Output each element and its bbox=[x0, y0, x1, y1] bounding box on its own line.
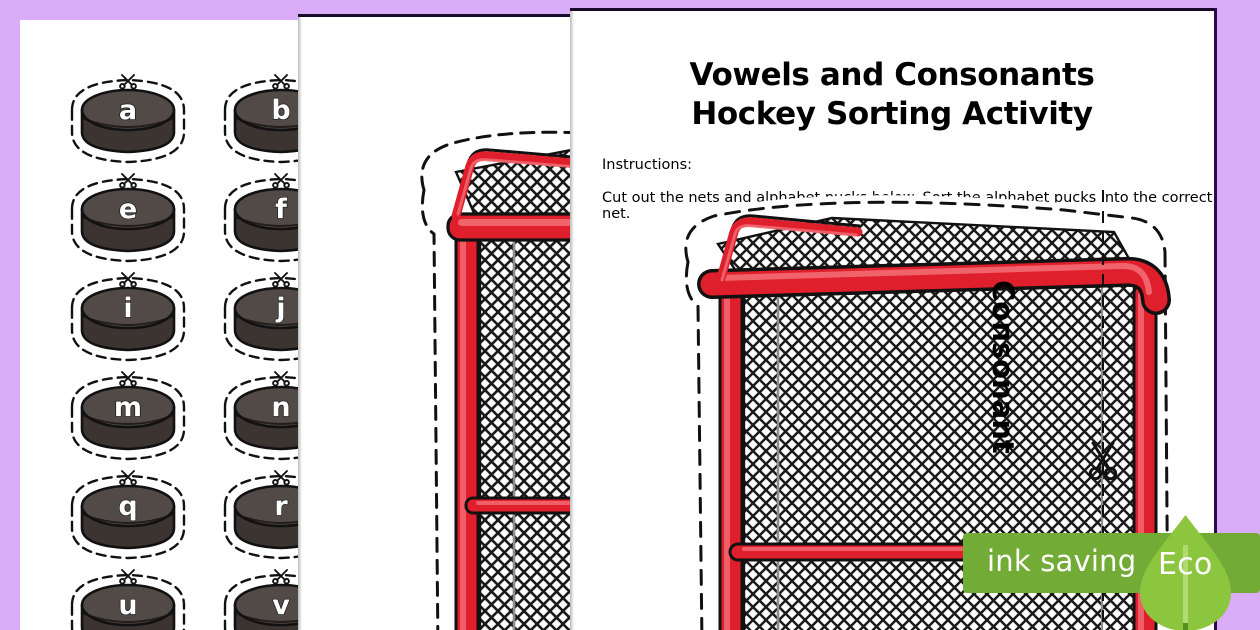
alphabet-puck: a bbox=[58, 66, 198, 174]
alphabet-puck: r bbox=[211, 462, 300, 570]
page-title: Vowels and Consonants Hockey Sorting Act… bbox=[689, 57, 1095, 133]
alphabet-puck: i bbox=[58, 264, 198, 372]
svg-text:u: u bbox=[118, 590, 137, 621]
preview-page-pucks[interactable]: a b bbox=[20, 20, 300, 630]
page-top-edge-front bbox=[570, 8, 1214, 11]
svg-text:n: n bbox=[271, 392, 290, 423]
ink-saving-eco-badge: ink saving Eco bbox=[963, 515, 1260, 630]
page-top-edge bbox=[298, 14, 572, 17]
svg-text:f: f bbox=[275, 194, 287, 225]
hockey-net-partial bbox=[394, 126, 572, 630]
leaf-icon bbox=[1133, 511, 1238, 630]
alphabet-puck: e bbox=[58, 165, 198, 273]
svg-text:q: q bbox=[118, 491, 137, 522]
alphabet-puck: j bbox=[211, 264, 300, 372]
eco-label: Eco bbox=[1158, 547, 1213, 582]
svg-text:m: m bbox=[114, 392, 142, 423]
alphabet-puck: f bbox=[211, 165, 300, 273]
alphabet-puck: u bbox=[58, 561, 198, 630]
alphabet-puck: q bbox=[58, 462, 198, 570]
ink-saving-label: ink saving bbox=[987, 544, 1137, 578]
svg-text:v: v bbox=[272, 590, 290, 621]
svg-text:e: e bbox=[119, 194, 137, 225]
instructions-label: Instructions: bbox=[602, 156, 693, 173]
alphabet-puck: n bbox=[211, 363, 300, 471]
svg-text:b: b bbox=[271, 95, 290, 126]
page-edge-shadow bbox=[298, 14, 302, 630]
alphabet-puck: m bbox=[58, 363, 198, 471]
svg-text:a: a bbox=[119, 95, 137, 126]
net-label-consonant: Consonant bbox=[986, 280, 1020, 454]
svg-text:r: r bbox=[274, 491, 288, 522]
alphabet-puck: v bbox=[211, 561, 300, 630]
svg-text:j: j bbox=[275, 293, 285, 324]
scissors-icon bbox=[1086, 440, 1120, 482]
page-edge-shadow-front bbox=[570, 8, 574, 630]
preview-page-net-second[interactable] bbox=[298, 14, 572, 630]
svg-text:i: i bbox=[123, 293, 132, 324]
alphabet-puck: b bbox=[211, 66, 300, 174]
